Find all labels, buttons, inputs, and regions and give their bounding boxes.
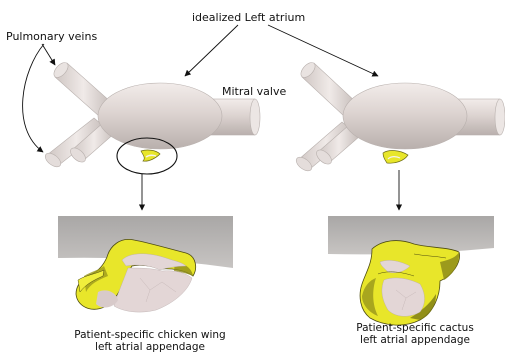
veins-arrow-upper — [42, 44, 55, 65]
mitral-valve-label: Mitral valve — [222, 86, 286, 98]
zoom-view-right — [328, 216, 494, 325]
title-label: idealized Left atrium — [192, 12, 305, 24]
title-arrow-right — [268, 25, 378, 76]
atrium-body — [343, 83, 467, 149]
caption-left-line1: Patient-specific chicken wing — [55, 329, 245, 341]
caption-left: Patient-specific chicken wing left atria… — [55, 329, 245, 353]
caption-right: Patient-specific cactus left atrial appe… — [330, 322, 500, 346]
zoom-view-left — [58, 216, 233, 312]
atrium-model-left — [43, 60, 260, 170]
veins-arrow-curved — [23, 44, 44, 152]
caption-right-line2: left atrial appendage — [330, 334, 500, 346]
caption-left-line2: left atrial appendage — [55, 341, 245, 353]
atrium-model-right — [294, 60, 505, 174]
caption-right-line1: Patient-specific cactus — [330, 322, 500, 334]
appendage-cactus — [360, 241, 459, 326]
atrium-body — [98, 83, 222, 149]
title-arrow-left — [185, 25, 238, 76]
pulmonary-veins-label: Pulmonary veins — [6, 31, 97, 43]
